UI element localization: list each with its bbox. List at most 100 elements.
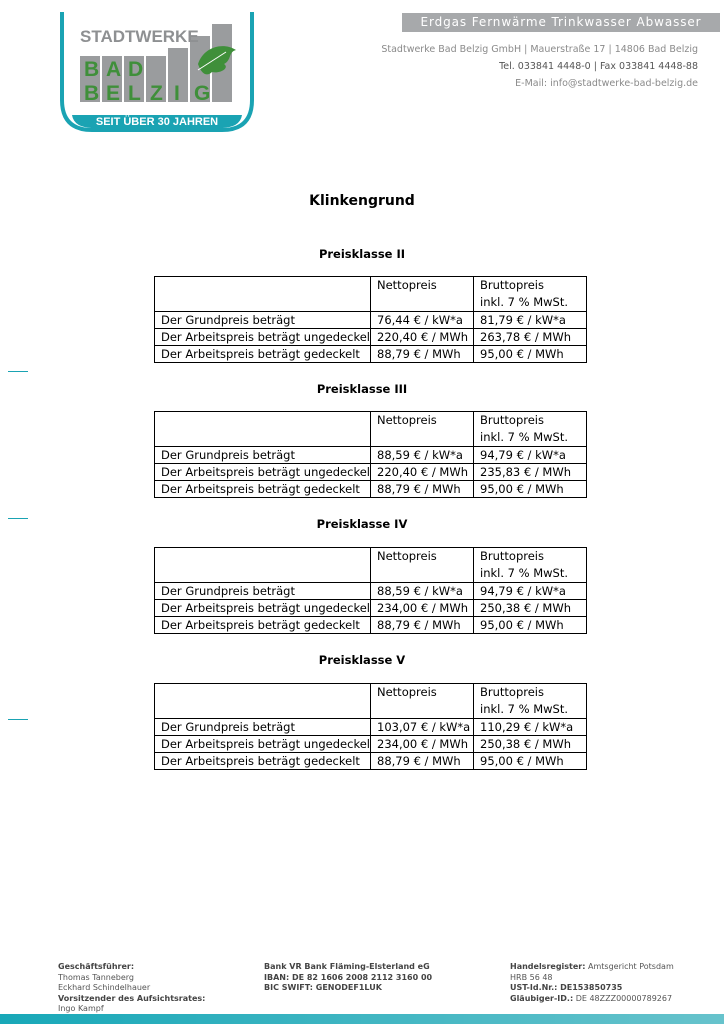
table-row: Der Arbeitspreis beträgt ungedeckelt 220…	[154, 328, 587, 346]
logo-belzig-e: E	[106, 82, 120, 105]
header-cell-empty	[154, 547, 371, 583]
table-row: Der Arbeitspreis beträgt ungedeckelt 234…	[154, 599, 587, 617]
row-label: Der Arbeitspreis beträgt ungedeckelt	[154, 599, 371, 617]
gross-price: 250,38 € / MWh	[473, 735, 587, 753]
header-cell-net: Nettopreis	[370, 683, 474, 719]
bic: BIC SWIFT: GENODEF1LUK	[264, 983, 382, 992]
table-row: Der Arbeitspreis beträgt ungedeckelt 234…	[154, 735, 587, 753]
gross-price: 250,38 € / MWh	[473, 599, 587, 617]
register-line: Handelsregister: Amtsgericht Potsdam	[510, 962, 674, 973]
creditor-id-label: Gläubiger-ID.:	[510, 993, 574, 1003]
net-price: 234,00 € / MWh	[370, 735, 474, 753]
gross-price: 95,00 € / MWh	[473, 480, 587, 498]
logo-stadtwerke-text: STADTWERKE	[80, 27, 199, 46]
table-row: Der Arbeitspreis beträgt gedeckelt 88,79…	[154, 752, 587, 770]
gross-price: 94,79 € / kW*a	[473, 582, 587, 600]
bank-name: Bank VR Bank Fläming-Elsterland eG	[264, 962, 430, 971]
company-logo: STADTWERKE B A D B E L Z I G SEIT ÜBER 3…	[60, 12, 254, 132]
table-row: Der Grundpreis beträgt 103,07 € / kW*a 1…	[154, 718, 587, 736]
table-row: Der Arbeitspreis beträgt gedeckelt 88,79…	[154, 345, 587, 363]
vat-label: inkl. 7 % MwSt.	[480, 430, 568, 444]
net-price: 76,44 € / kW*a	[370, 311, 474, 329]
footer-registry: Handelsregister: Amtsgericht Potsdam HRB…	[510, 962, 674, 1004]
row-label: Der Arbeitspreis beträgt gedeckelt	[154, 480, 371, 498]
page-title: Klinkengrund	[309, 193, 415, 209]
gross-label: Bruttopreis	[480, 278, 544, 292]
board-chair-label: Vorsitzender des Aufsichtsrates:	[58, 993, 206, 1003]
gross-price: 95,00 € / MWh	[473, 752, 587, 770]
managing-directors-label: Geschäftsführer:	[58, 962, 135, 971]
director-name: Thomas Tanneberg	[58, 972, 135, 982]
header-cell-empty	[154, 411, 371, 447]
price-class-heading: Preisklasse V	[318, 653, 406, 667]
gross-price: 95,00 € / MWh	[473, 345, 587, 363]
price-table: Nettopreis Bruttopreis inkl. 7 % MwSt. De…	[154, 411, 587, 498]
row-label: Der Arbeitspreis beträgt ungedeckelt	[154, 328, 371, 346]
header-cell-net: Nettopreis	[370, 411, 474, 447]
company-address: Stadtwerke Bad Belzig GmbH | Mauerstraße…	[381, 44, 698, 55]
net-price: 220,40 € / MWh	[370, 463, 474, 481]
net-price: 88,79 € / MWh	[370, 752, 474, 770]
net-price: 103,07 € / kW*a	[370, 718, 474, 736]
net-price: 88,79 € / MWh	[370, 616, 474, 634]
board-chair-name: Ingo Kampf	[58, 1004, 104, 1013]
gross-label: Bruttopreis	[480, 549, 544, 563]
footer-management: Geschäftsführer: Thomas Tanneberg Eckhar…	[58, 962, 205, 1015]
company-phone: Tel. 033841 4448-0 | Fax 033841 4448-88	[499, 61, 698, 72]
fold-mark	[8, 371, 28, 372]
footer-color-bar	[0, 1014, 724, 1024]
fold-mark	[8, 719, 28, 720]
director-name: Eckhard Schindelhauer	[58, 983, 151, 992]
header-cell-empty	[154, 683, 371, 719]
net-price: 234,00 € / MWh	[370, 599, 474, 617]
header-cell-net: Nettopreis	[370, 276, 474, 312]
gross-label: Bruttopreis	[480, 685, 544, 699]
logo-graphic: STADTWERKE B A D B E L Z I G SEIT ÜBER 3…	[60, 12, 254, 132]
register-label: Handelsregister:	[510, 962, 586, 971]
company-email: E-Mail: info@stadtwerke-bad-belzig.de	[515, 78, 698, 89]
row-label: Der Grundpreis beträgt	[154, 718, 371, 736]
logo-belzig-z: Z	[150, 82, 163, 105]
table-row: Der Arbeitspreis beträgt gedeckelt 88,79…	[154, 480, 587, 498]
row-label: Der Arbeitspreis beträgt ungedeckelt	[154, 735, 371, 753]
row-label: Der Arbeitspreis beträgt gedeckelt	[154, 752, 371, 770]
gross-price: 95,00 € / MWh	[473, 616, 587, 634]
creditor-id-line: Gläubiger-ID.: DE 48ZZZ00000789267	[510, 994, 674, 1005]
net-price: 88,59 € / kW*a	[370, 582, 474, 600]
table-row: Der Arbeitspreis beträgt gedeckelt 88,79…	[154, 616, 587, 634]
vat-id-label: UST-Id.Nr.:	[510, 983, 558, 992]
logo-banner-text: SEIT ÜBER 30 JAHREN	[96, 115, 218, 128]
price-class-heading: Preisklasse II	[318, 247, 406, 261]
table-row: Der Grundpreis beträgt 88,59 € / kW*a 94…	[154, 582, 587, 600]
header-cell-empty	[154, 276, 371, 312]
logo-belzig-i: I	[174, 82, 180, 105]
row-label: Der Arbeitspreis beträgt gedeckelt	[154, 616, 371, 634]
hrb-number: HRB 56 48	[510, 972, 553, 982]
row-label: Der Grundpreis beträgt	[154, 311, 371, 329]
row-label: Der Grundpreis beträgt	[154, 582, 371, 600]
row-label: Der Grundpreis beträgt	[154, 446, 371, 464]
table-row: Der Grundpreis beträgt 88,59 € / kW*a 94…	[154, 446, 587, 464]
net-price: 88,79 € / MWh	[370, 480, 474, 498]
header-cell-net: Nettopreis	[370, 547, 474, 583]
creditor-id-value: DE 48ZZZ00000789267	[573, 993, 673, 1003]
gross-price: 235,83 € / MWh	[473, 463, 587, 481]
register-value: Amtsgericht Potsdam	[585, 962, 674, 971]
vat-id-line: UST-Id.Nr.: DE153850735	[510, 983, 674, 994]
table-header-row: Nettopreis Bruttopreis inkl. 7 % MwSt.	[154, 411, 587, 447]
gross-label: Bruttopreis	[480, 413, 544, 427]
iban: IBAN: DE 82 1606 2008 2112 3160 00	[264, 972, 433, 982]
punch-mark	[8, 518, 28, 519]
logo-bad-b: B	[84, 58, 99, 81]
table-row: Der Grundpreis beträgt 76,44 € / kW*a 81…	[154, 311, 587, 329]
logo-belzig-l: L	[128, 82, 141, 105]
net-price: 220,40 € / MWh	[370, 328, 474, 346]
